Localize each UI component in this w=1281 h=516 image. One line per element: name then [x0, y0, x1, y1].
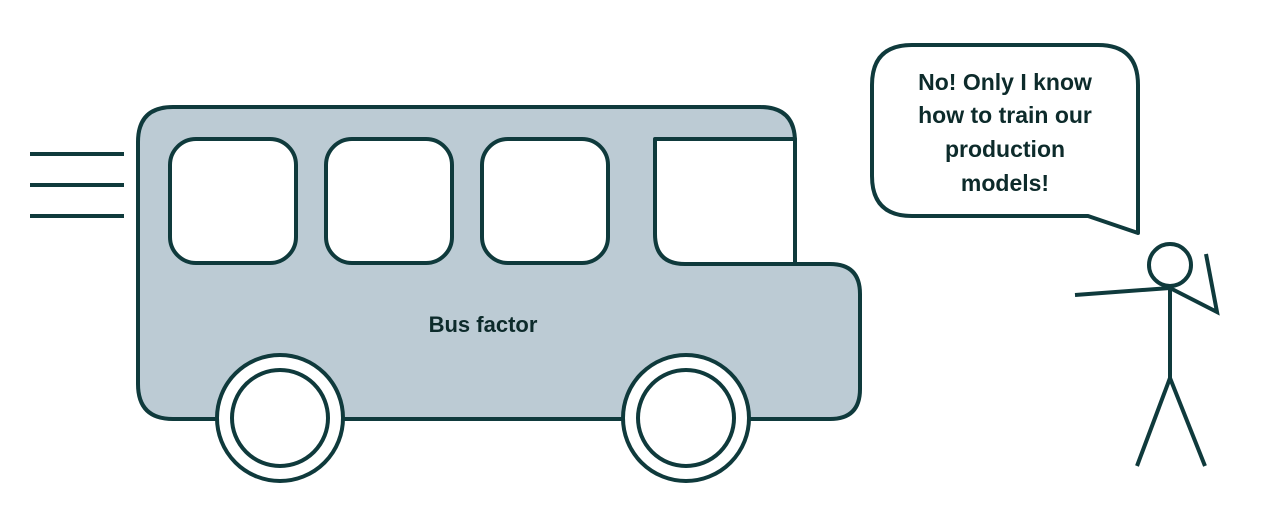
bus-wheel-front	[621, 353, 751, 483]
speech-line-4: models!	[961, 170, 1049, 196]
speech-line-1: No! Only I know	[918, 69, 1092, 95]
bus-wheel-rear	[215, 353, 345, 483]
speech-line-2: how to train our	[918, 102, 1092, 128]
stick-figure-arm-raised	[1169, 253, 1220, 316]
speech-bubble: No! Only I know how to train our product…	[870, 43, 1140, 235]
bus-window-1	[168, 137, 298, 265]
bus-window-3	[480, 137, 610, 265]
stick-figure-leg-left	[1135, 377, 1172, 467]
bus: Bus factor	[136, 105, 862, 483]
motion-lines	[30, 152, 124, 218]
bus-window-2	[324, 137, 454, 265]
bus-windshield	[653, 137, 797, 266]
stick-figure-head	[1147, 242, 1193, 288]
stick-figure-leg-right	[1168, 377, 1207, 467]
stick-figure-arm-out	[1074, 286, 1171, 297]
speech-line-3: production	[945, 136, 1065, 162]
speech-bubble-shape	[870, 43, 1140, 235]
bus-label: Bus factor	[429, 312, 538, 337]
stick-figure	[1074, 242, 1220, 467]
